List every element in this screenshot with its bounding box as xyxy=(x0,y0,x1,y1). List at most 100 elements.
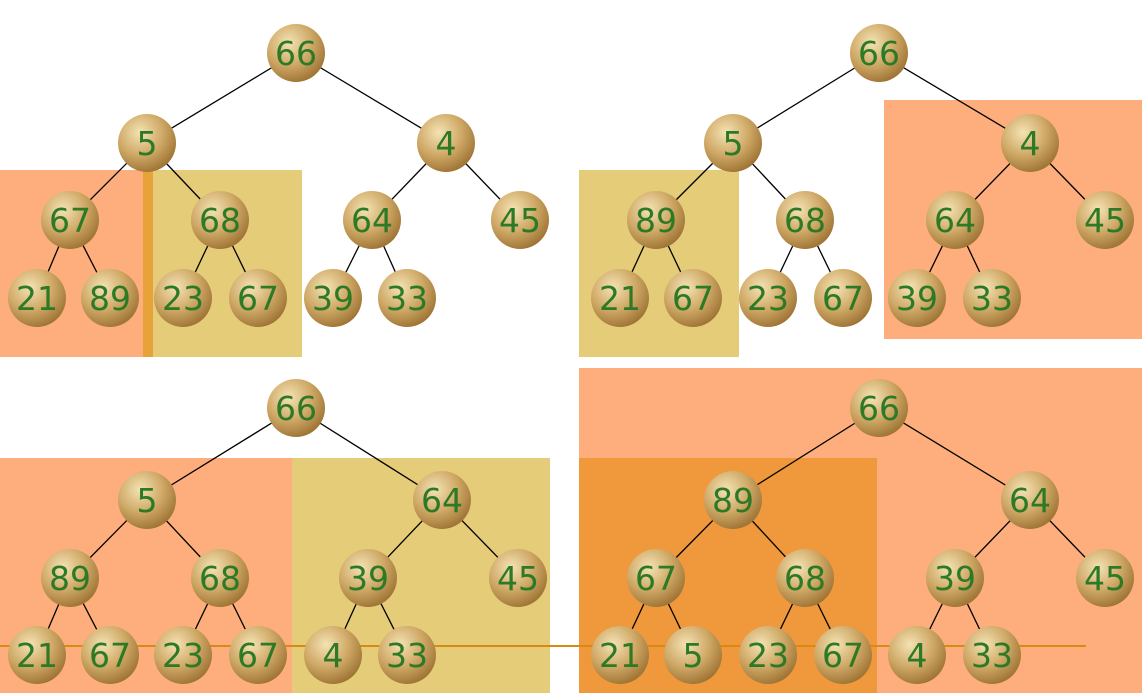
node-ball xyxy=(118,114,176,172)
tree-node: 4 xyxy=(1001,114,1059,172)
node-label: 67 xyxy=(49,201,91,240)
tree-node: 21 xyxy=(591,269,649,327)
node-ball xyxy=(378,269,436,327)
node-label: 39 xyxy=(347,559,389,598)
node-label: 23 xyxy=(747,636,789,675)
node-label: 45 xyxy=(499,201,541,240)
node-ball xyxy=(739,269,797,327)
node-ball xyxy=(417,114,475,172)
tree-node: 45 xyxy=(1076,191,1134,249)
tree-node: 21 xyxy=(8,626,66,684)
node-ball xyxy=(8,269,66,327)
node-ball xyxy=(814,626,872,684)
node-ball xyxy=(267,24,325,82)
node-label: 39 xyxy=(312,279,354,318)
tree-node: 45 xyxy=(491,191,549,249)
highlight-boxes xyxy=(0,100,1142,693)
node-ball xyxy=(888,626,946,684)
node-label: 64 xyxy=(1009,481,1051,520)
node-label: 64 xyxy=(351,201,393,240)
node-label: 67 xyxy=(237,636,279,675)
tree-node: 68 xyxy=(776,191,834,249)
tree-node: 68 xyxy=(191,191,249,249)
tree-node: 4 xyxy=(304,626,362,684)
node-ball xyxy=(378,626,436,684)
tree-node: 23 xyxy=(739,269,797,327)
tree-node: 33 xyxy=(378,269,436,327)
tree-node: 64 xyxy=(926,191,984,249)
tree-edge xyxy=(878,407,1031,501)
tree-node: 39 xyxy=(339,549,397,607)
node-ball xyxy=(591,269,649,327)
tree-edge xyxy=(146,52,297,144)
node-label: 66 xyxy=(275,389,317,428)
node-label: 4 xyxy=(1020,124,1041,163)
tree-node: 66 xyxy=(267,379,325,437)
node-ball xyxy=(154,626,212,684)
node-label: 66 xyxy=(275,34,317,73)
node-ball xyxy=(229,626,287,684)
node-label: 39 xyxy=(896,279,938,318)
node-ball xyxy=(81,626,139,684)
node-ball xyxy=(664,269,722,327)
tree-node: 67 xyxy=(627,549,685,607)
node-label: 89 xyxy=(49,559,91,598)
tree-node: 4 xyxy=(417,114,475,172)
tree-node: 5 xyxy=(118,471,176,529)
node-label: 5 xyxy=(683,636,704,675)
tree-node: 67 xyxy=(664,269,722,327)
node-label: 45 xyxy=(1084,201,1126,240)
node-ball xyxy=(41,191,99,249)
tree-node: 33 xyxy=(963,626,1021,684)
tree-node: 67 xyxy=(41,191,99,249)
highlight-box xyxy=(143,170,153,357)
node-label: 4 xyxy=(907,636,928,675)
node-label: 5 xyxy=(723,124,744,163)
tree-node: 39 xyxy=(304,269,362,327)
node-label: 23 xyxy=(162,279,204,318)
node-ball xyxy=(963,269,1021,327)
node-ball xyxy=(267,379,325,437)
node-ball xyxy=(1001,471,1059,529)
node-ball xyxy=(704,471,762,529)
node-label: 4 xyxy=(323,636,344,675)
node-label: 23 xyxy=(747,279,789,318)
node-label: 33 xyxy=(971,279,1013,318)
node-label: 89 xyxy=(89,279,131,318)
tree-node: 5 xyxy=(664,626,722,684)
tree-edge xyxy=(295,52,447,144)
node-label: 5 xyxy=(137,124,158,163)
node-label: 64 xyxy=(421,481,463,520)
node-ball xyxy=(627,549,685,607)
tree-node: 66 xyxy=(850,24,908,82)
node-ball xyxy=(850,379,908,437)
tree-node: 39 xyxy=(888,269,946,327)
node-label: 67 xyxy=(672,279,714,318)
node-ball xyxy=(814,269,872,327)
node-ball xyxy=(343,191,401,249)
tree-node: 23 xyxy=(154,626,212,684)
node-ball xyxy=(926,549,984,607)
node-ball xyxy=(591,626,649,684)
node-ball xyxy=(739,626,797,684)
node-label: 39 xyxy=(934,559,976,598)
tree-node: 89 xyxy=(81,269,139,327)
tree-node: 67 xyxy=(81,626,139,684)
node-label: 21 xyxy=(16,636,58,675)
tree-node: 23 xyxy=(154,269,212,327)
node-ball xyxy=(704,114,762,172)
node-label: 67 xyxy=(635,559,677,598)
tree-node: 21 xyxy=(8,269,66,327)
node-ball xyxy=(191,191,249,249)
tree-node: 68 xyxy=(776,549,834,607)
tree-node: 33 xyxy=(378,626,436,684)
tree-node: 89 xyxy=(704,471,762,529)
node-ball xyxy=(118,471,176,529)
node-ball xyxy=(491,191,549,249)
node-ball xyxy=(154,269,212,327)
node-label: 68 xyxy=(784,201,826,240)
node-ball xyxy=(776,191,834,249)
